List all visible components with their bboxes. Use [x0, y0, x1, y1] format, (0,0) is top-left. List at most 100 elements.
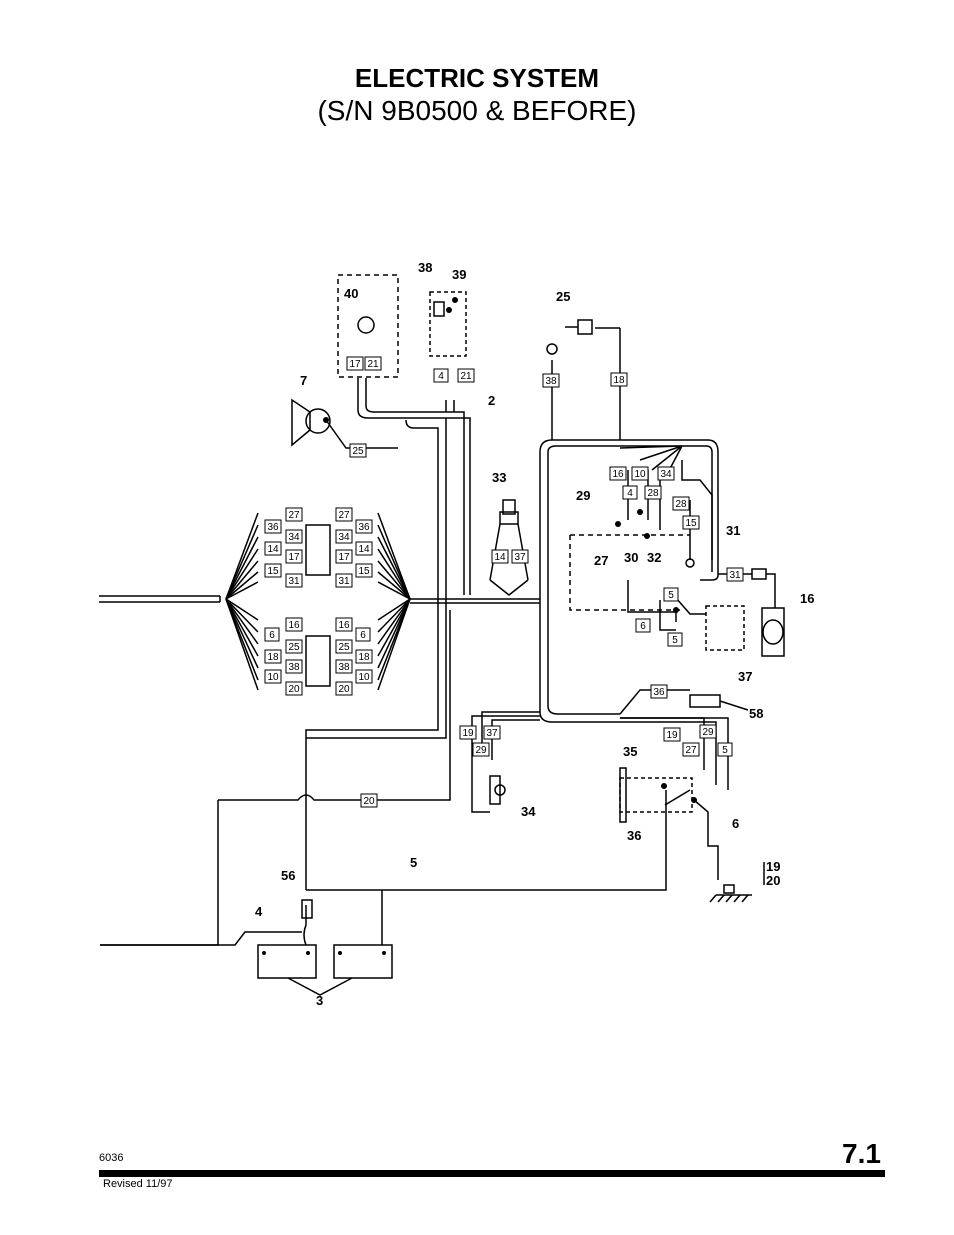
callout-4: 4 — [255, 904, 263, 919]
wire-tag-tag_upper_right-6: 15 — [682, 515, 700, 530]
svg-text:37: 37 — [514, 552, 526, 563]
svg-text:17: 17 — [349, 359, 361, 370]
wire-tag-tag_upper_right-2: 34 — [657, 466, 675, 481]
svg-text:14: 14 — [358, 544, 370, 555]
svg-text:5: 5 — [672, 635, 678, 646]
svg-text:15: 15 — [685, 518, 697, 529]
svg-text:17: 17 — [338, 552, 350, 563]
callout-7: 7 — [300, 373, 307, 388]
wire-tag-tag_motor-2: 5 — [667, 632, 683, 647]
svg-text:28: 28 — [675, 499, 687, 510]
svg-text:4: 4 — [627, 488, 633, 499]
callout-19: 19 — [766, 859, 780, 874]
svg-text:36: 36 — [358, 522, 370, 533]
callout-38: 38 — [418, 260, 432, 275]
svg-text:25: 25 — [288, 642, 300, 653]
wire-tag-cluster_left-0: 27 — [285, 507, 303, 522]
wire-tag-tag_36: 36 — [650, 684, 668, 699]
svg-text:14: 14 — [267, 544, 279, 555]
wire-tag-cluster_right_low-2: 25 — [335, 639, 353, 654]
svg-text:21: 21 — [460, 371, 472, 382]
svg-text:19: 19 — [666, 730, 678, 741]
wire-tag-cluster_left-1: 36 — [264, 519, 282, 534]
svg-text:21: 21 — [367, 359, 379, 370]
wire-tag-cluster_right_low-0: 16 — [335, 617, 353, 632]
svg-text:16: 16 — [288, 620, 300, 631]
wire-tag-tag_34-0: 19 — [459, 725, 477, 740]
page-title: ELECTRIC SYSTEM — [354, 63, 600, 93]
callout-30: 30 — [624, 550, 638, 565]
wire-tag-tag_upper_right-1: 10 — [631, 466, 649, 481]
wire-tag-cluster_left_low-2: 25 — [285, 639, 303, 654]
svg-text:27: 27 — [338, 510, 350, 521]
wire-tag-tag_upper_right-3: 4 — [622, 485, 638, 500]
svg-text:20: 20 — [288, 684, 300, 695]
wire-tag-cluster_left_low-4: 38 — [285, 659, 303, 674]
callout-36: 36 — [627, 828, 641, 843]
callout-27: 27 — [594, 553, 608, 568]
wire-tag-tag_38_stub: 38 — [542, 373, 560, 388]
svg-text:31: 31 — [338, 576, 350, 587]
page-number: 7.1 — [842, 1138, 881, 1169]
wire-tag-cluster_left_low-3: 18 — [264, 649, 282, 664]
svg-text:6: 6 — [360, 630, 366, 641]
wire-tag-cluster_left_low-6: 20 — [285, 681, 303, 696]
wire-tag-tag_motor-1: 6 — [635, 618, 651, 633]
wire-tag-cluster_right_low-6: 20 — [335, 681, 353, 696]
wire-tag-cluster_left-6: 31 — [285, 573, 303, 588]
wire-tag-cluster_left_low-5: 10 — [264, 669, 282, 684]
svg-text:18: 18 — [613, 375, 625, 386]
wire-tag-cluster_left-2: 34 — [285, 529, 303, 544]
wire-tag-cluster_right-3: 14 — [355, 541, 373, 556]
callout-34: 34 — [521, 804, 536, 819]
wire-tag-tag_33-0: 14 — [491, 549, 509, 564]
svg-text:38: 38 — [545, 376, 557, 387]
callout-29: 29 — [576, 488, 590, 503]
wire-tag-tag_motor-0: 5 — [663, 587, 679, 602]
wire-tag-tag_31: 31 — [726, 567, 744, 582]
wire-tag-tag_18_stub: 18 — [610, 372, 628, 387]
wire-tag-panel_40-0: 17 — [346, 356, 364, 371]
wire-tag-cluster_right-5: 15 — [355, 563, 373, 578]
wire-tag-cluster_left-4: 17 — [285, 549, 303, 564]
wire-tag-cluster_right_low-3: 18 — [355, 649, 373, 664]
wire-tag-tag_33-1: 37 — [511, 549, 529, 564]
svg-text:4: 4 — [438, 371, 444, 382]
wire-tag-cluster_left_low-0: 16 — [285, 617, 303, 632]
svg-text:34: 34 — [338, 532, 350, 543]
svg-text:34: 34 — [660, 469, 672, 480]
wire-tag-cluster_right-2: 34 — [335, 529, 353, 544]
wire-tag-tag_35-3: 5 — [717, 742, 733, 757]
svg-text:14: 14 — [494, 552, 506, 563]
wire-tag-tag_35-1: 27 — [682, 742, 700, 757]
svg-text:6: 6 — [269, 630, 275, 641]
svg-text:20: 20 — [338, 684, 350, 695]
wire-tag-tag_upper_right-0: 16 — [609, 466, 627, 481]
footer-rule — [99, 1170, 885, 1177]
wire-tag-tag_34-2: 29 — [472, 742, 490, 757]
callout-25: 25 — [556, 289, 570, 304]
svg-text:6: 6 — [640, 621, 646, 632]
wire-tag-tag_upper_right-5: 28 — [672, 496, 690, 511]
wire-tag-tag_20: 20 — [360, 793, 378, 808]
wire-tag-cluster_right-0: 27 — [335, 507, 353, 522]
svg-text:10: 10 — [267, 672, 279, 683]
svg-text:18: 18 — [267, 652, 279, 663]
wire-tag-cluster_right_low-5: 10 — [355, 669, 373, 684]
svg-text:17: 17 — [288, 552, 300, 563]
wire-tag-cluster_left_low-1: 6 — [264, 627, 280, 642]
doc-code: 6036 — [99, 1152, 124, 1164]
svg-text:20: 20 — [363, 796, 375, 807]
svg-text:10: 10 — [634, 469, 646, 480]
svg-text:18: 18 — [358, 652, 370, 663]
svg-text:15: 15 — [358, 566, 370, 577]
wire-tag-tag_35-2: 29 — [699, 724, 717, 739]
svg-text:19: 19 — [462, 728, 474, 739]
svg-text:31: 31 — [729, 570, 741, 581]
svg-text:36: 36 — [267, 522, 279, 533]
svg-text:27: 27 — [685, 745, 697, 756]
wire-tag-cluster_right_low-1: 6 — [355, 627, 371, 642]
svg-text:10: 10 — [358, 672, 370, 683]
callout-35: 35 — [623, 744, 637, 759]
